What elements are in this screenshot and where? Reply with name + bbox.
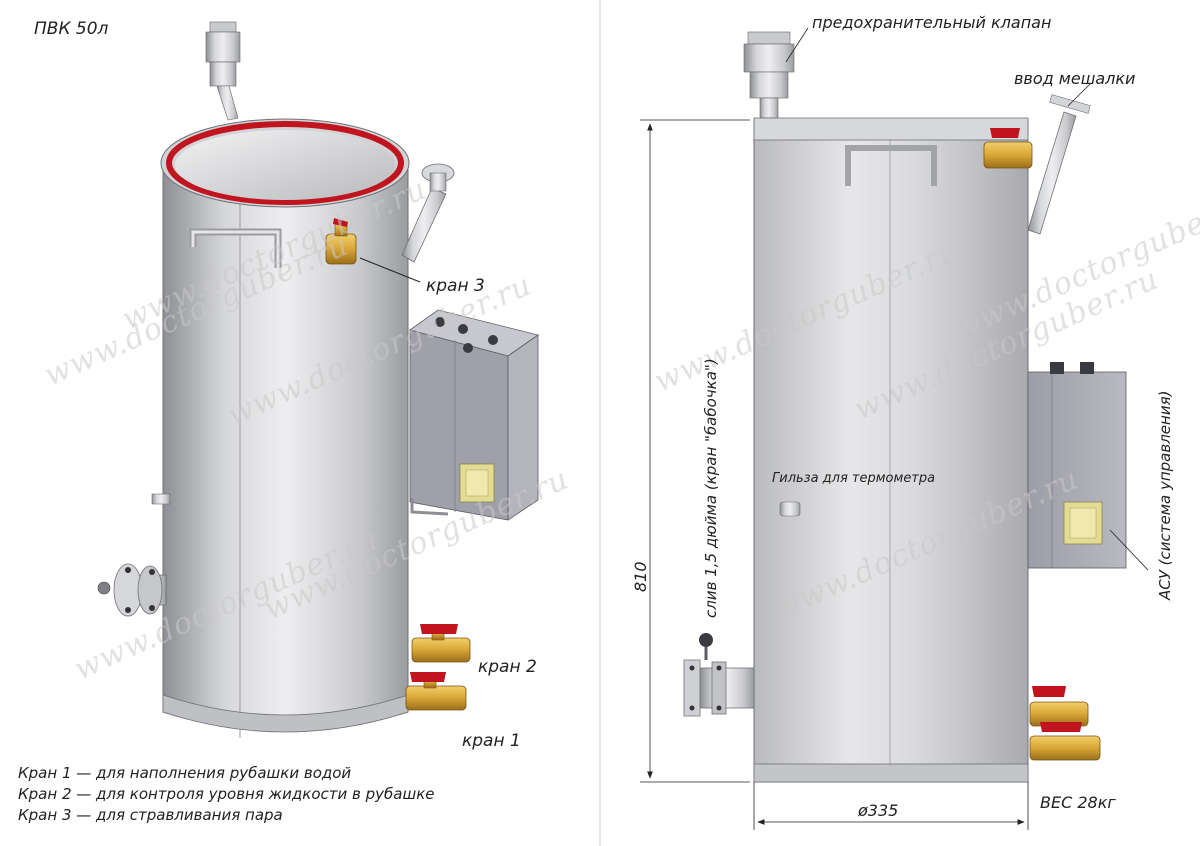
- label-mixer-input: ввод мешалки: [1014, 69, 1135, 88]
- label-drain: слив 1,5 дюйма (кран "бабочка"): [702, 358, 720, 618]
- control-system-leader: [1109, 529, 1149, 571]
- right-bottom-band: [753, 763, 1029, 783]
- legend-line-1: Кран 1 — для наполнения рубашки водой: [18, 764, 351, 782]
- label-kran-2: кран 2: [478, 657, 537, 677]
- right-vessel-body: [753, 119, 1029, 783]
- left-safety-valve: [205, 21, 241, 121]
- right-top-rim: [753, 117, 1029, 141]
- right-handle: [845, 145, 937, 186]
- legend-line-3: Кран 3 — для стравливания пара: [18, 806, 283, 824]
- right-front-view: [640, 27, 1149, 830]
- label-height-dimension: 810: [631, 561, 650, 592]
- left-drain-butterfly: [97, 563, 167, 617]
- label-weight: ВЕС 28кг: [1040, 793, 1116, 812]
- left-vessel-opening: [175, 130, 395, 200]
- label-kran-1: кран 1: [462, 731, 521, 751]
- safety-valve-leader: [785, 27, 809, 63]
- diagram-title: ПВК 50л: [34, 19, 109, 39]
- label-control-system: АСУ (система управления): [1156, 391, 1174, 601]
- right-valve-kran-1: [1029, 722, 1101, 761]
- label-diameter-dimension: ø335: [857, 801, 898, 820]
- label-safety-valve: предохранительный клапан: [812, 13, 1051, 32]
- right-valve-kran-2: [1029, 686, 1089, 727]
- left-thermometer-sleeve: [151, 493, 171, 505]
- left-rim-gasket: [166, 121, 404, 205]
- label-thermometer-sleeve: Гильза для термометра: [772, 471, 935, 486]
- left-mixer-input: [401, 163, 455, 263]
- right-drain-butterfly: [683, 633, 755, 717]
- right-safety-valve: [743, 31, 795, 119]
- label-kran-3: кран 3: [426, 276, 485, 296]
- right-mixer-input: [1027, 94, 1091, 235]
- kran-3-leader: [359, 257, 421, 283]
- diameter-dimension: [753, 782, 1029, 830]
- right-thermometer-sleeve: [779, 501, 801, 517]
- left-isometric-view: [97, 21, 539, 738]
- left-bottom-band: [162, 694, 409, 733]
- height-dimension: [640, 119, 750, 783]
- left-valve-kran-1: [405, 672, 467, 711]
- mixer-input-leader: [1067, 83, 1091, 107]
- left-valve-kran-2: [411, 624, 471, 663]
- left-control-box: [409, 309, 539, 521]
- left-valve-kran-3: [325, 218, 357, 265]
- right-valve-top: [983, 128, 1033, 169]
- right-control-box: [1027, 362, 1127, 569]
- legend-line-2: Кран 2 — для контроля уровня жидкости в …: [18, 785, 434, 803]
